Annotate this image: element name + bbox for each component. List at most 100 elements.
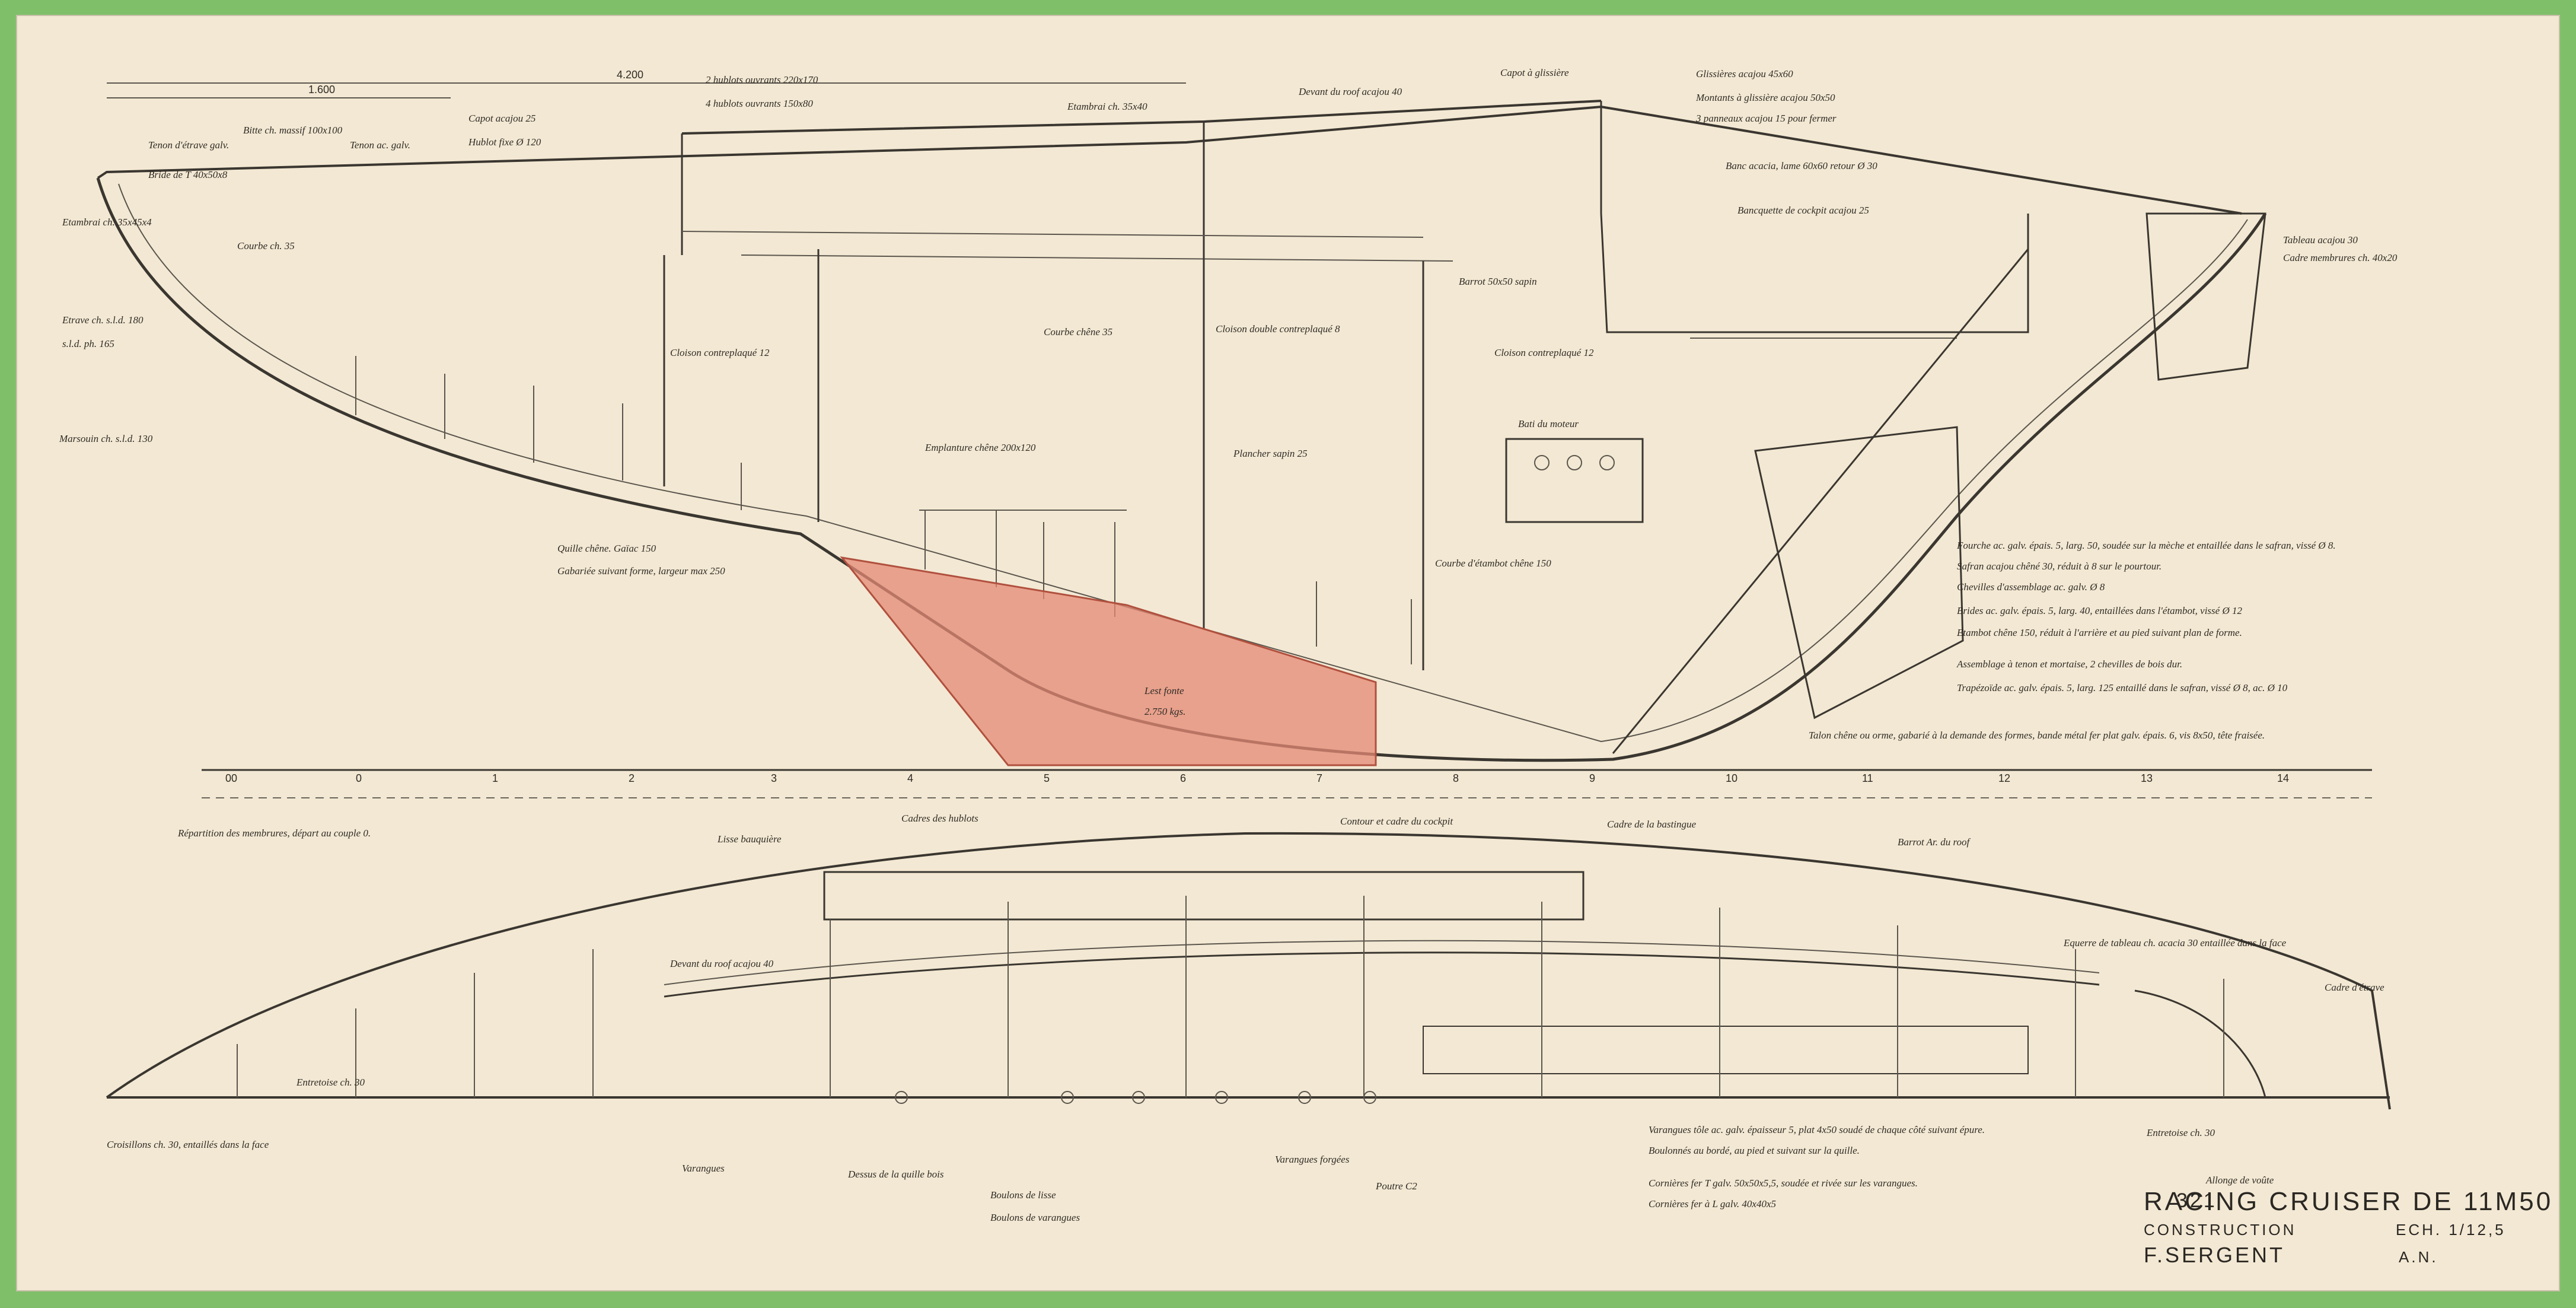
profile-labels-right: Fourche ac. galv. épais. 5, larg. 50, so… bbox=[1809, 540, 2336, 741]
plan-note: Cornières fer à L galv. 40x40x5 bbox=[1649, 1198, 1776, 1210]
station-number: 00 bbox=[225, 772, 237, 784]
cabin-sole-line bbox=[741, 254, 1453, 262]
rudder-stock bbox=[1612, 249, 2029, 754]
plan-frames bbox=[237, 896, 2224, 1097]
cockpit-outline-plan bbox=[823, 871, 1585, 921]
profile-note: Banc acacia, lame 60x60 retour Ø 30 bbox=[1726, 160, 1877, 171]
profile-note: Tenon ac. galv. bbox=[350, 139, 410, 151]
deck-outline-plan bbox=[106, 832, 2391, 1110]
plan-note: Dessus de la quille bois bbox=[847, 1169, 944, 1180]
profile-note: Safran acajou chêné 30, réduit à 8 sur l… bbox=[1957, 561, 2161, 572]
profile-note: Plancher sapin 25 bbox=[1233, 448, 1308, 459]
station-number: 9 bbox=[1589, 772, 1595, 784]
plan-note: Varangues bbox=[682, 1163, 725, 1174]
profile-note: Montants à glissière acajou 50x50 bbox=[1695, 92, 1835, 103]
profile-note: Marsouin ch. s.l.d. 130 bbox=[59, 433, 153, 444]
station-number: 11 bbox=[1862, 772, 1873, 784]
profile-note: Bitte ch. massif 100x100 bbox=[243, 125, 343, 136]
profile-note: Quille chêne. Gaïac 150 bbox=[557, 543, 656, 554]
profile-note: Gabariée suivant forme, largeur max 250 bbox=[557, 565, 725, 577]
keel-bolts-plan bbox=[895, 1091, 1376, 1104]
profile-note: Courbe ch. 35 bbox=[237, 240, 295, 252]
profile-note: Tenon d'étrave galv. bbox=[148, 139, 229, 151]
station-number: 7 bbox=[1316, 772, 1322, 784]
rudder bbox=[1754, 426, 1964, 720]
profile-labels-middle: Cloison contreplaqué 12 Cloison double co… bbox=[670, 276, 1594, 569]
sheet-number: 321 bbox=[2176, 1189, 2217, 1212]
ballast-note: Lest fonte bbox=[1144, 685, 1184, 696]
profile-note: 2 hublots ouvrants 220x170 bbox=[706, 74, 818, 85]
lead-ballast-keel bbox=[840, 556, 1377, 766]
drawing-title: RACING CRUISER DE 11M50 bbox=[2144, 1187, 2553, 1216]
profile-note: Brides ac. galv. épais. 5, larg. 40, ent… bbox=[1957, 605, 2242, 616]
profile-note: Etambrai ch. 35x40 bbox=[1067, 101, 1147, 112]
profile-note: 4 hublots ouvrants 150x80 bbox=[706, 98, 813, 109]
station-number: 0 bbox=[356, 772, 362, 784]
profile-note: s.l.d. ph. 165 bbox=[62, 338, 114, 349]
drawing-author: F.SERGENT bbox=[2144, 1243, 2285, 1267]
dimension-labels: 4.200 1.600 bbox=[308, 69, 643, 96]
plan-note: Varangues forgées bbox=[1275, 1154, 1350, 1165]
profile-note: Etambot chêne 150, réduit à l'arrière et… bbox=[1956, 627, 2242, 638]
plan-note: Lisse bauquière bbox=[717, 833, 782, 845]
profile-note: Bride de T 40x50x8 bbox=[148, 169, 228, 180]
plan-note: Boulons de lisse bbox=[990, 1189, 1056, 1201]
profile-note: Etambrai ch. 35x45x4 bbox=[62, 217, 152, 228]
plan-view bbox=[106, 832, 2391, 1110]
drawing-scale: ECH. 1/12,5 bbox=[2396, 1221, 2506, 1239]
profile-note: Trapézoïde ac. galv. épais. 5, larg. 125… bbox=[1957, 682, 2288, 693]
dimension-bow: 1.600 bbox=[308, 84, 335, 96]
deck-beam-line bbox=[681, 231, 1424, 238]
profile-note: Capot acajou 25 bbox=[468, 113, 535, 124]
plan-note: Barrot Ar. du roof bbox=[1898, 836, 1971, 848]
station-number: 6 bbox=[1180, 772, 1186, 784]
engine-bed bbox=[1505, 438, 1644, 523]
coaming-plan bbox=[664, 940, 2100, 985]
engine-bolt bbox=[1599, 455, 1615, 470]
engine-bolt bbox=[1567, 455, 1582, 470]
transom-plan bbox=[2134, 989, 2266, 1098]
plan-note: Varangues tôle ac. galv. épaisseur 5, pl… bbox=[1649, 1124, 1985, 1135]
profile-note: Bati du moteur bbox=[1518, 418, 1579, 429]
plan-note: Cadre de la bastingue bbox=[1607, 819, 1696, 830]
plan-note: Croisillons ch. 30, entaillés dans la fa… bbox=[107, 1139, 269, 1150]
plan-note: Boulons de varangues bbox=[990, 1212, 1080, 1223]
transom-frame bbox=[2145, 212, 2266, 381]
plan-note: Devant du roof acajou 40 bbox=[669, 958, 774, 969]
profile-note: Barrot 50x50 sapin bbox=[1459, 276, 1537, 287]
paper-edge bbox=[16, 15, 2560, 1291]
profile-note: Courbe chêne 35 bbox=[1044, 326, 1112, 338]
plan-labels: Répartition des membrures, départ au cou… bbox=[107, 813, 2384, 1223]
profile-frames bbox=[355, 356, 1412, 664]
hull-outline bbox=[96, 177, 2267, 762]
engine-bed-plan bbox=[1423, 1026, 2029, 1074]
profile-note: Devant du roof acajou 40 bbox=[1298, 86, 1402, 97]
plan-note: Boulonnés au bordé, au pied et suivant s… bbox=[1649, 1145, 1860, 1156]
station-number: 14 bbox=[2277, 772, 2289, 784]
profile-note: Tableau acajou 30 bbox=[2283, 234, 2358, 246]
profile-note: Capot à glissière bbox=[1500, 67, 1569, 78]
profile-note: Cloison contreplaqué 12 bbox=[670, 347, 770, 358]
hull-inner-line bbox=[118, 183, 2248, 743]
profile-note: Emplanture chêne 200x120 bbox=[924, 442, 1036, 453]
profile-note: Chevilles d'assemblage ac. galv. Ø 8 bbox=[1957, 581, 2105, 593]
profile-note: Cloison double contreplaqué 8 bbox=[1216, 323, 1340, 335]
profile-view bbox=[96, 100, 2372, 798]
profile-note: Etrave ch. s.l.d. 180 bbox=[62, 314, 144, 326]
plan-note: Cadres des hublots bbox=[901, 813, 978, 824]
station-number: 3 bbox=[771, 772, 777, 784]
plan-note: Cornières fer T galv. 50x50x5,5, soudée … bbox=[1649, 1177, 1918, 1189]
profile-labels-left: Tenon d'étrave galv. Bride de T 40x50x8Et… bbox=[59, 139, 725, 577]
plan-note: Entretoise ch. 30 bbox=[296, 1077, 365, 1088]
title-block: 321 RACING CRUISER DE 11M50 CONSTRUCTION… bbox=[2144, 1187, 2553, 1267]
profile-note: Hublot fixe Ø 120 bbox=[468, 136, 541, 148]
profile-note: Cadre membrures ch. 40x20 bbox=[2283, 252, 2398, 263]
sheer-line bbox=[97, 105, 2242, 215]
station-number: 4 bbox=[907, 772, 913, 784]
station-number: 1 bbox=[492, 772, 498, 784]
station-number: 12 bbox=[1998, 772, 2010, 784]
plan-note: Entretoise ch. 30 bbox=[2146, 1127, 2215, 1138]
